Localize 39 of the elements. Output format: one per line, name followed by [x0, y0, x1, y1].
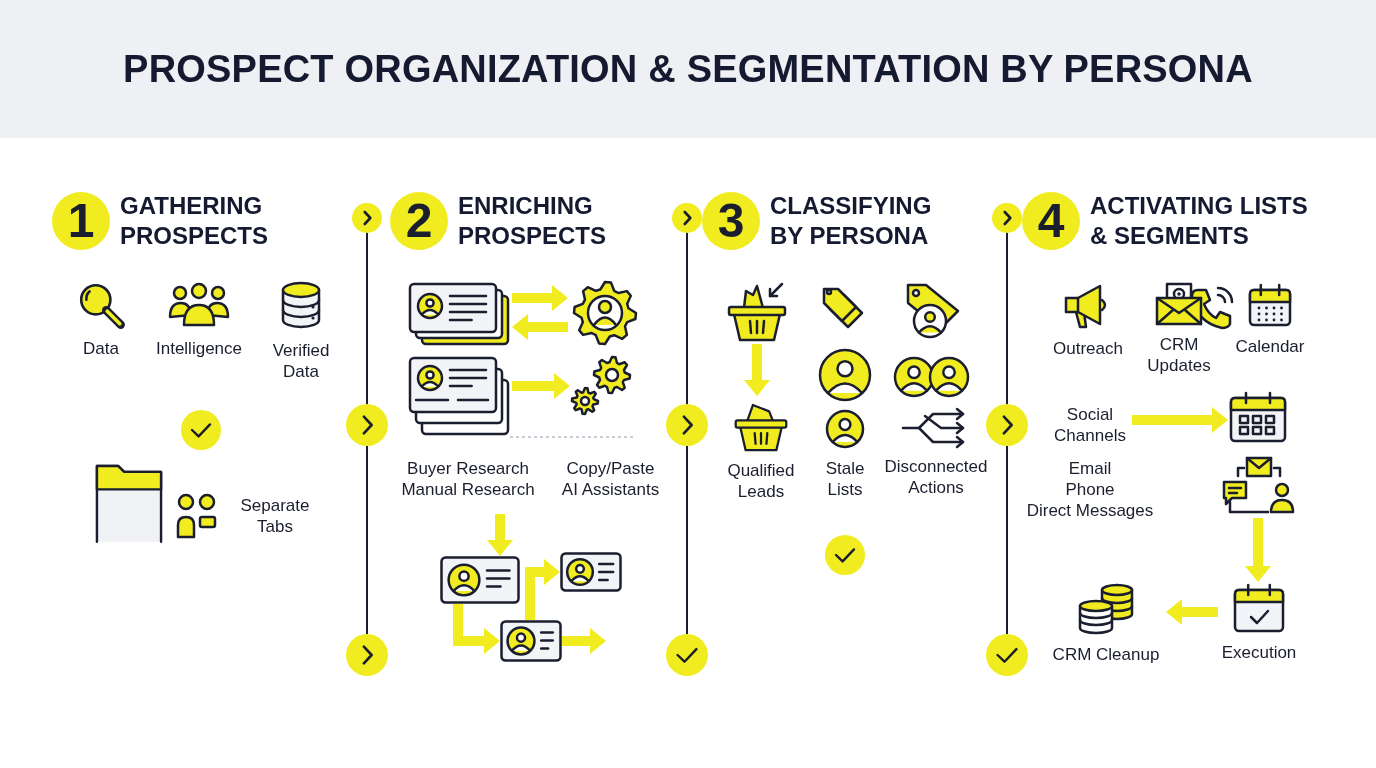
step-heading: CLASSIFYING BY PERSONA	[770, 191, 933, 251]
item-label: Qualified Leads	[726, 460, 796, 502]
item-label: Verified Data	[271, 340, 331, 382]
step-number-badge: 2	[390, 192, 448, 250]
caption-text: Manual Research	[400, 479, 536, 500]
caption-text: Direct Messages	[1025, 500, 1155, 521]
arrow	[512, 285, 568, 311]
item-label: Calendar	[1235, 336, 1305, 357]
arrow	[512, 314, 568, 340]
item-label: CRM Cleanup	[1052, 644, 1160, 665]
item-label: Stale Lists	[824, 458, 866, 500]
arrow	[744, 344, 770, 396]
arrow	[487, 514, 513, 556]
step-heading: ENRICHING PROSPECTS	[458, 191, 608, 251]
caption-text: AI Assistants	[560, 479, 661, 500]
item-label: Execution	[1221, 642, 1297, 663]
item-label: Separate Tabs	[239, 495, 311, 537]
item-label: Social Channels	[1053, 404, 1127, 446]
step-heading: GATHERING PROSPECTS	[120, 191, 270, 251]
item-label: Data	[83, 338, 119, 359]
caption-text: Copy/Paste	[565, 458, 656, 479]
item-label: Intelligence	[156, 338, 242, 359]
arrow	[1166, 599, 1218, 625]
title: PROSPECT ORGANIZATION & SEGMENTATION BY PERSONA	[123, 47, 1253, 91]
arrow	[512, 373, 570, 399]
arrow	[525, 559, 560, 620]
step-number-badge: 1	[52, 192, 110, 250]
caption-text: Email	[1067, 458, 1113, 479]
arrow	[1132, 407, 1228, 433]
item-label: Outreach	[1053, 338, 1123, 359]
item-label: CRM Updates	[1146, 334, 1212, 376]
item-label: Disconnected Actions	[883, 456, 989, 498]
arrow	[562, 628, 606, 654]
step-number-badge: 3	[702, 192, 760, 250]
step-heading: ACTIVATING LISTS & SEGMENTS	[1090, 191, 1309, 251]
arrow	[1245, 518, 1271, 582]
caption-text: Phone	[1064, 479, 1116, 500]
step-number-badge: 4	[1022, 192, 1080, 250]
caption-text: Buyer Research	[406, 458, 530, 479]
